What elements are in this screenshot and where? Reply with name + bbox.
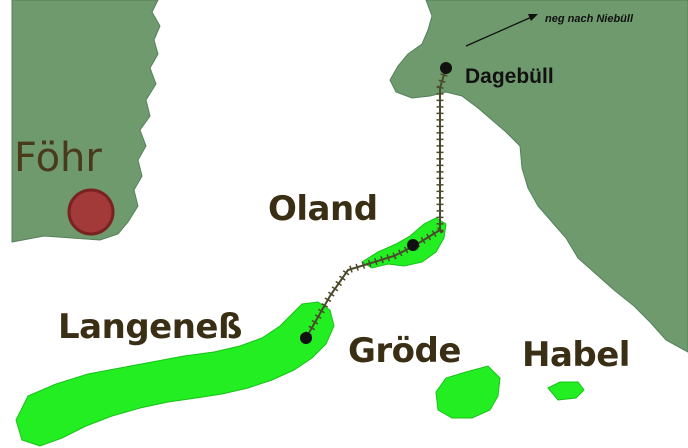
langeness-station-dot <box>300 332 312 344</box>
mainland-landmass <box>389 0 688 353</box>
dagebuell-label: Dagebüll <box>465 65 554 88</box>
langeness-label: Langeneß <box>58 307 242 347</box>
groede-island <box>435 365 501 419</box>
foehr-landmass <box>11 0 161 243</box>
foehr-label: Föhr <box>14 135 102 181</box>
railway-line <box>305 67 447 339</box>
foehr-town-marker <box>67 188 115 236</box>
oland-station-dot <box>407 239 419 251</box>
oland-island <box>361 217 447 269</box>
habel-label: Habel <box>522 335 630 375</box>
oland-label: Oland <box>268 189 378 229</box>
habel-island <box>547 381 585 401</box>
dagebuell-station-dot <box>440 62 452 74</box>
niebuell-label: neg nach Niebüll <box>545 13 634 25</box>
langeness-island <box>15 301 335 447</box>
groede-label: Gröde <box>348 331 461 371</box>
niebuell-arrow-head <box>528 14 538 21</box>
niebuell-arrow-line <box>465 15 535 47</box>
